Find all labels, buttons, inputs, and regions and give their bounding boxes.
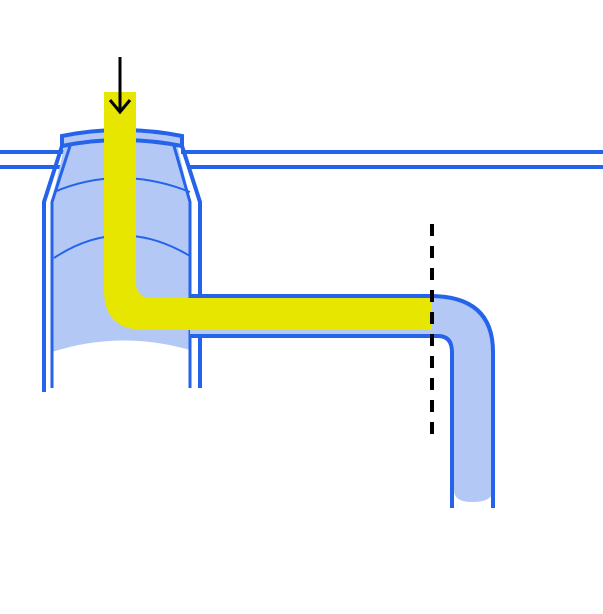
surface-line [0,150,603,169]
down-arrow-icon [108,57,132,115]
flow-path-highlight [104,92,432,330]
